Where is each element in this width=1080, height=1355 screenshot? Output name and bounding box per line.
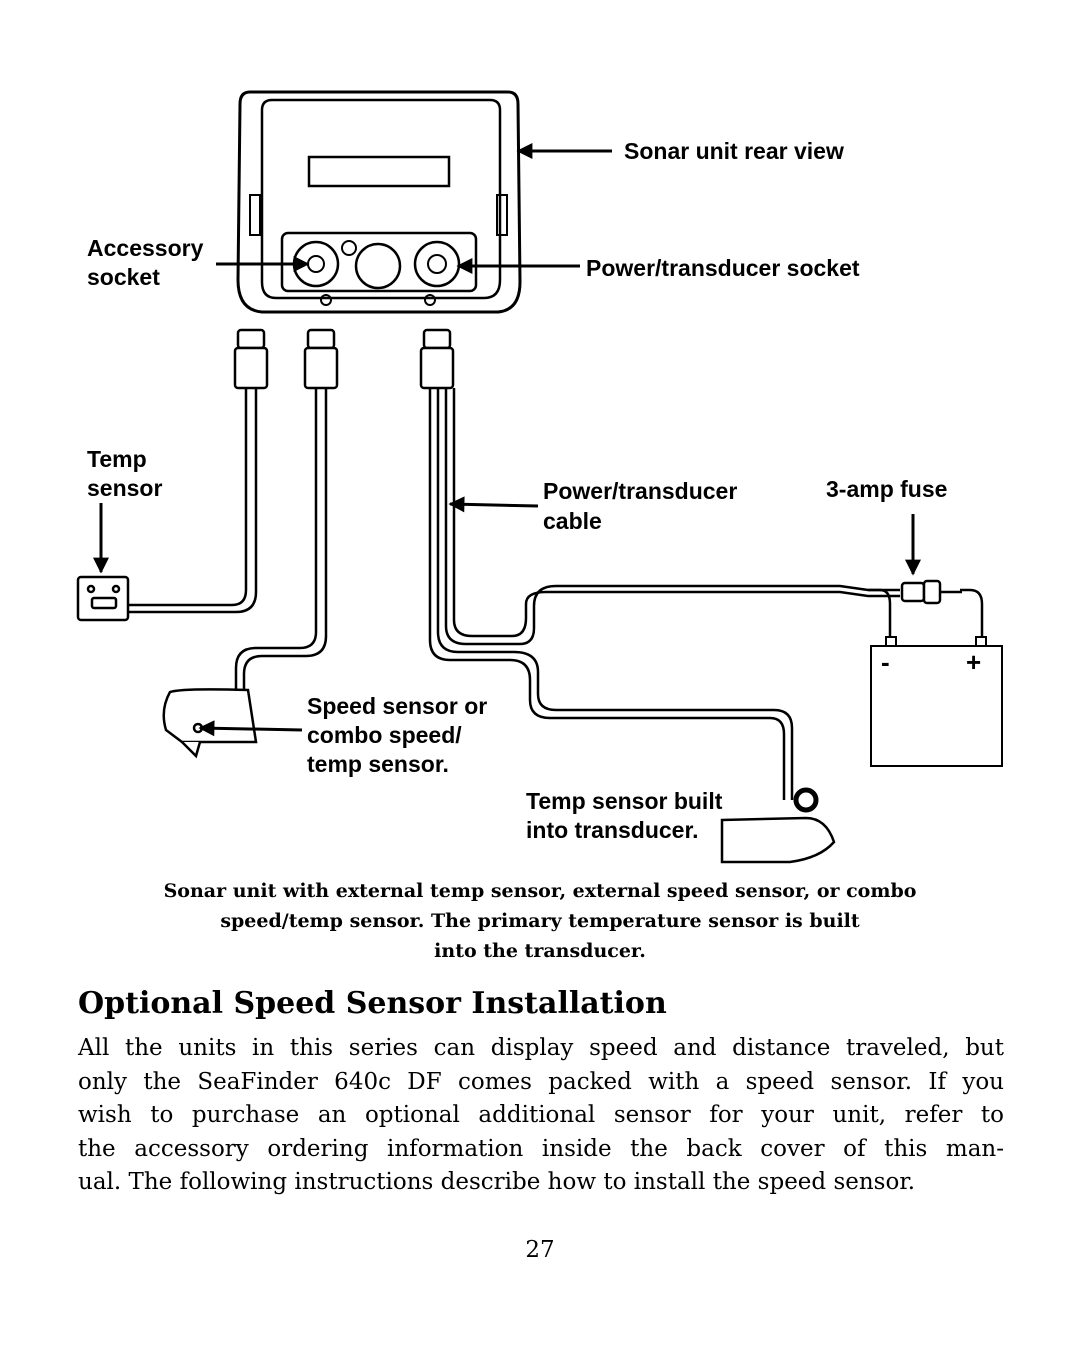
pointer-arrows xyxy=(93,143,921,737)
fuse-label: 3-amp fuse xyxy=(826,476,948,502)
fuse-holder xyxy=(900,579,962,605)
speed-sensor-label-line3: temp sensor. xyxy=(307,751,449,777)
transducer xyxy=(720,787,836,864)
section-heading: Optional Speed Sensor Installation xyxy=(78,986,667,1021)
caption-line: into the transducer. xyxy=(434,940,646,962)
builtin-temp-label-line2: into transducer. xyxy=(526,817,699,843)
temp-sensor-label-line2: sensor xyxy=(87,475,163,501)
caption-line: speed/temp sensor. The primary temperatu… xyxy=(220,910,860,932)
sonar-unit-rear-view xyxy=(236,90,522,314)
body-paragraph: All the units in this series can display… xyxy=(78,1032,1004,1200)
wiring-diagram xyxy=(76,90,1003,864)
speed-sensor-label-line2: combo speed/ xyxy=(307,722,462,748)
paragraph-line: only the SeaFinder 640c DF comes packed … xyxy=(78,1068,1004,1095)
power-cable-label-line2: cable xyxy=(543,508,602,534)
paragraph-line: ual. The following instructions describe… xyxy=(78,1169,916,1195)
speed-sensor-label-line1: Speed sensor or xyxy=(307,693,488,719)
temp-sensor-label-line1: Temp xyxy=(87,446,147,472)
speed-sensor xyxy=(162,688,258,759)
figure-caption: Sonar unit with external temp sensor, ex… xyxy=(70,876,1010,966)
power-cable-label-line1: Power/transducer xyxy=(543,478,738,504)
page-number: 27 xyxy=(525,1237,555,1263)
rear-view-label: Sonar unit rear view xyxy=(624,138,844,164)
accessory-socket-label-line1: Accessory xyxy=(87,235,204,261)
paragraph-line: the accessory ordering information insid… xyxy=(78,1135,1004,1162)
accessory-socket-label-line2: socket xyxy=(87,264,160,290)
power-socket-label: Power/transducer socket xyxy=(586,255,860,281)
caption-line: Sonar unit with external temp sensor, ex… xyxy=(163,880,917,902)
cables xyxy=(128,388,984,800)
cable-connectors xyxy=(233,328,455,390)
battery xyxy=(870,636,1003,767)
battery-negative-label: - xyxy=(881,647,890,677)
paragraph-line: wish to purchase an optional additional … xyxy=(78,1102,1004,1128)
paragraph-line: All the units in this series can display… xyxy=(78,1035,1004,1061)
external-temp-sensor xyxy=(76,575,130,622)
battery-positive-label: + xyxy=(966,647,982,677)
builtin-temp-label-line1: Temp sensor built xyxy=(526,788,723,814)
